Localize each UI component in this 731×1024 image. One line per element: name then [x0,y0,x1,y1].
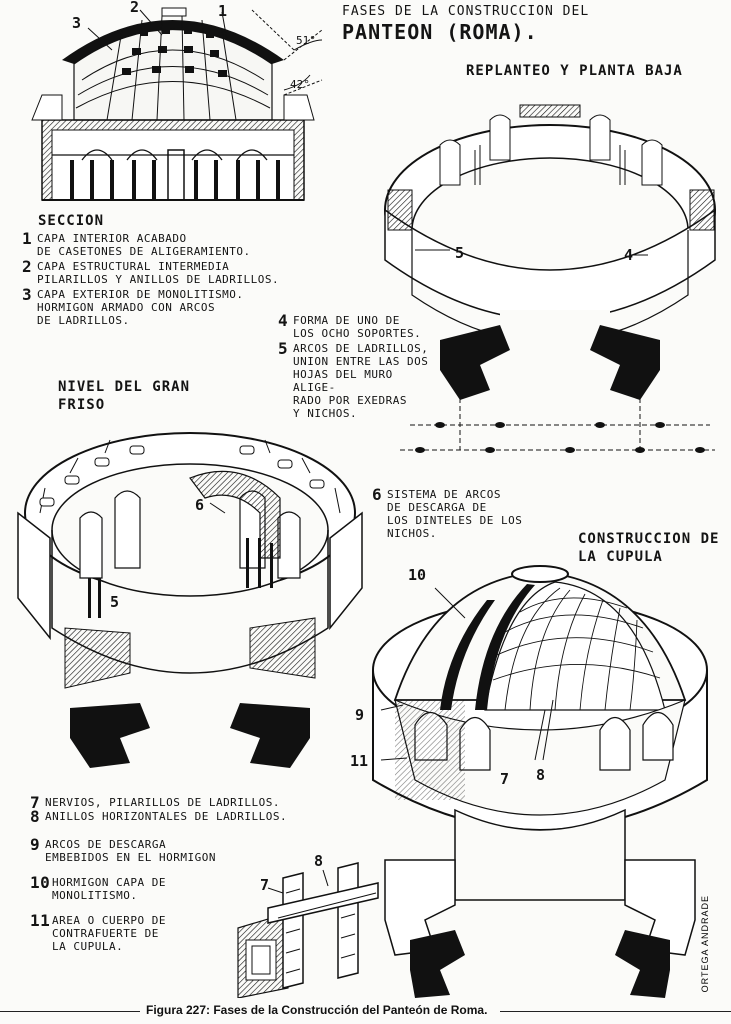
legend-text: HORMIGON CAPA DE MONOLITISMO. [52,876,166,902]
dome-legend: 7 NERVIOS, PILARILLOS DE LADRILLOS. 8 ANIL… [30,793,300,955]
angle-label-lower: 42° [290,78,310,91]
legend-num: 11 [30,911,51,930]
legend-text: CAPA ESTRUCTURAL INTERMEDIA PILARILLOS Y… [37,260,280,286]
detail-drawing [237,862,379,998]
dome-heading: CONSTRUCCION DE LA CUPULA [578,531,720,565]
dome-marker-7: 7 [500,770,510,788]
legend-text: SISTEMA DE ARCOS DE DESCARGA DE LOS DINT… [387,488,523,540]
legend-text: CAPA INTERIOR ACABADO DE CASETONES DE AL… [37,232,251,258]
legend-item-7: 7 NERVIOS, PILARILLOS DE LADRILLOS. [30,793,300,812]
frieze-heading: NIVEL DEL GRAN FRISO [58,379,191,413]
plan-marker-5: 5 [455,244,465,262]
caption-rule-right [500,1011,731,1012]
artist-signature: ORTEGA ANDRADE [700,895,710,993]
legend-num: 7 [30,793,41,812]
legend-num: 3 [22,285,33,304]
section-marker-2: 2 [130,0,140,16]
frieze-marker-5: 5 [110,593,120,611]
plan-heading: REPLANTEO Y PLANTA BAJA [466,63,683,79]
section-marker-3: 3 [72,14,82,32]
title-line-1: FASES DE LA CONSTRUCCION DEL [342,4,590,19]
legend-num: 10 [30,873,51,892]
detail-marker-8: 8 [314,852,324,870]
dome-marker-11: 11 [350,752,369,770]
title-line-2: PANTEON (ROMA). [342,20,538,44]
plan-drawing [384,104,716,453]
section-drawing [31,7,323,201]
legend-num: 9 [30,835,41,854]
dome-marker-9: 9 [355,706,365,724]
legend-num: 6 [372,485,383,504]
legend-text: ANILLOS HORIZONTALES DE LADRILLOS. [45,810,288,823]
dome-marker-10: 10 [408,566,427,584]
legend-num: 2 [22,257,33,276]
legend-text: CAPA EXTERIOR DE MONOLITISMO. HORMIGON A… [37,288,244,327]
legend-num: 8 [30,807,41,826]
legend-text: AREA O CUERPO DE CONTRAFUERTE DE LA CUPU… [52,914,166,953]
legend-num: 1 [22,229,33,248]
frieze-drawing [17,432,363,768]
legend-text: FORMA DE UNO DE LOS OCHO SOPORTES. [293,314,422,340]
legend-num: 5 [278,339,289,358]
legend-text: ARCOS DE LADRILLOS, UNION ENTRE LAS DOS … [293,342,429,420]
legend-item-8: 8 ANILLOS HORIZONTALES DE LADRILLOS. [30,807,300,826]
legend-text: NERVIOS, PILARILLOS DE LADRILLOS. [45,796,281,809]
legend-num: 4 [278,311,289,330]
section-heading: SECCION [38,213,105,229]
frieze-marker-6: 6 [195,496,205,514]
dome-marker-8: 8 [536,766,546,784]
angle-label-upper: 51° [296,34,316,47]
plan-marker-4: 4 [624,246,634,264]
legend-text: ARCOS DE DESCARGA EMBEBIDOS EN EL HORMIG… [45,838,216,864]
dome-drawing [372,565,708,998]
caption-rule-left [0,1011,140,1012]
detail-marker-7: 7 [260,876,270,894]
section-marker-1: 1 [218,2,228,20]
figure-caption: Figura 227: Fases de la Construcción del… [146,1003,488,1017]
